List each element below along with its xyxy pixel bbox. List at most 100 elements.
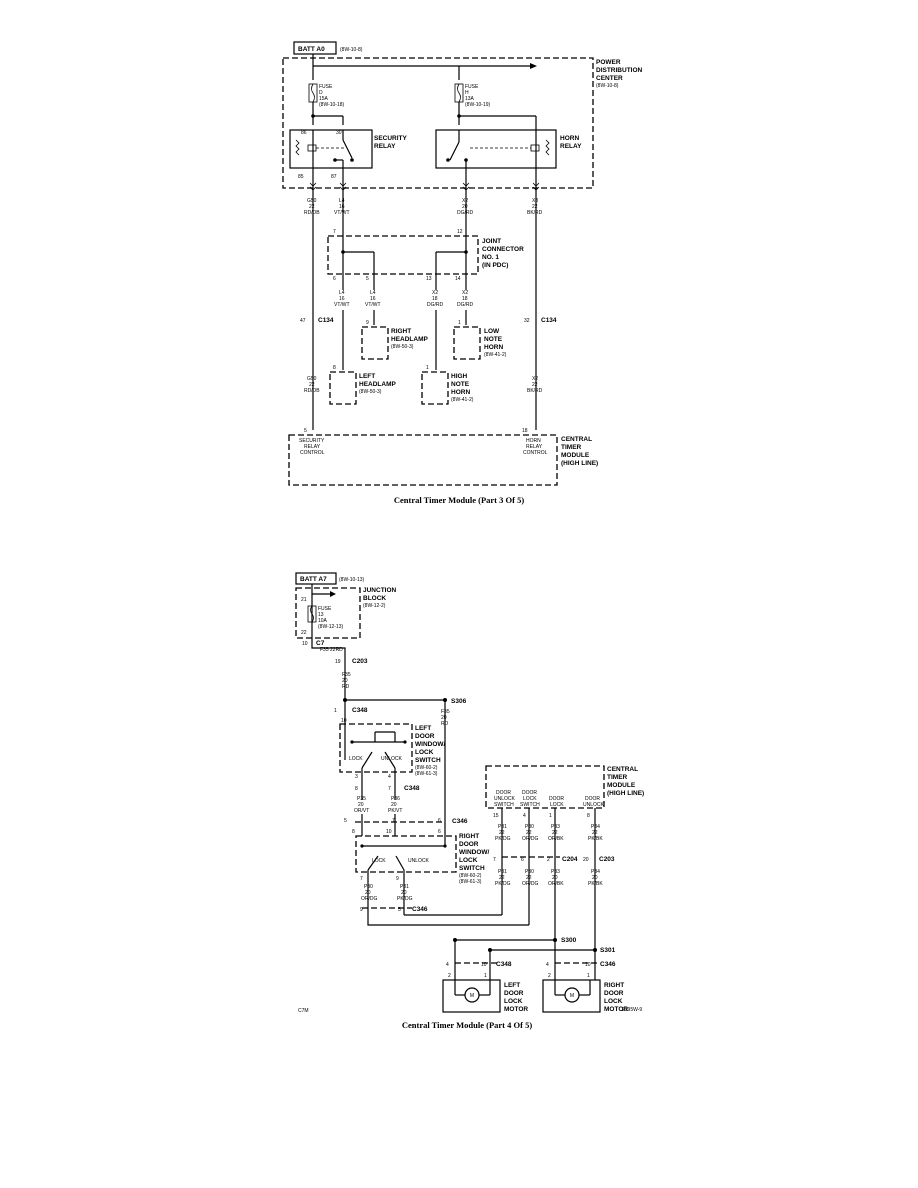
svg-text:SWITCH: SWITCH xyxy=(459,865,485,872)
svg-text:4: 4 xyxy=(546,962,549,968)
svg-text:VT/WT: VT/WT xyxy=(365,302,381,308)
jb-arrow-icon xyxy=(330,591,336,597)
svg-text:P34: P34 xyxy=(591,824,600,830)
svg-text:RD/DB: RD/DB xyxy=(304,388,320,394)
svg-text:MODULE: MODULE xyxy=(607,782,636,789)
horn-coil-icon xyxy=(545,139,550,156)
svg-text:20: 20 xyxy=(552,875,558,881)
svg-text:RD/DB: RD/DB xyxy=(304,210,320,216)
svg-text:5: 5 xyxy=(366,276,369,282)
svg-text:SWITCH: SWITCH xyxy=(494,802,514,808)
svg-text:PK/VT: PK/VT xyxy=(388,808,402,814)
svg-text:P30: P30 xyxy=(525,824,534,830)
right-headlamp-box xyxy=(361,326,389,360)
svg-text:7: 7 xyxy=(493,857,496,863)
svg-text:CONTROL: CONTROL xyxy=(523,450,548,456)
ctm-columns: DOOR UNLOCK SWITCH DOOR LOCK SWITCH DOOR… xyxy=(494,790,605,808)
right-door-switch-box xyxy=(355,835,457,873)
svg-text:22: 22 xyxy=(499,830,505,836)
svg-text:7: 7 xyxy=(388,786,391,792)
svg-text:C348: C348 xyxy=(496,961,512,968)
svg-text:5: 5 xyxy=(398,907,401,913)
left-motor-icon xyxy=(464,987,480,1003)
batt-a0-box xyxy=(293,41,337,55)
svg-text:(IN PDC): (IN PDC) xyxy=(482,262,508,269)
svg-text:1: 1 xyxy=(334,708,337,714)
right-unlock-contact-icon xyxy=(395,855,405,871)
svg-text:9: 9 xyxy=(360,907,363,913)
svg-text:DOOR: DOOR xyxy=(585,796,600,802)
pdc-line1: POWER xyxy=(596,59,621,66)
batt-a0-ref: (8W-10-8) xyxy=(340,47,363,53)
svg-text:P30: P30 xyxy=(364,884,373,890)
svg-text:2395W-9: 2395W-9 xyxy=(622,1007,642,1013)
svg-text:20: 20 xyxy=(391,802,397,808)
svg-text:C346: C346 xyxy=(452,818,468,825)
svg-text:RIGHT: RIGHT xyxy=(391,328,411,335)
svg-text:HORN: HORN xyxy=(526,438,541,444)
svg-text:(HIGH LINE): (HIGH LINE) xyxy=(561,460,598,467)
svg-text:18: 18 xyxy=(462,296,468,302)
svg-text:HORN: HORN xyxy=(484,344,503,351)
svg-text:3: 3 xyxy=(355,774,358,780)
svg-text:20: 20 xyxy=(342,678,348,684)
svg-text:C346: C346 xyxy=(600,961,616,968)
svg-text:NOTE: NOTE xyxy=(484,336,503,343)
svg-text:D: D xyxy=(319,90,323,96)
svg-text:P34: P34 xyxy=(591,869,600,875)
svg-text:HORN: HORN xyxy=(560,135,579,142)
svg-text:X2: X2 xyxy=(432,290,438,296)
svg-text:DG/RD: DG/RD xyxy=(457,210,474,216)
horn-relay-box xyxy=(435,129,557,169)
svg-text:4: 4 xyxy=(388,774,391,780)
svg-text:19: 19 xyxy=(335,659,341,665)
svg-text:10: 10 xyxy=(302,641,308,647)
svg-text:1: 1 xyxy=(458,320,461,326)
svg-text:C203: C203 xyxy=(599,856,615,863)
svg-text:RIGHT: RIGHT xyxy=(604,982,624,989)
svg-text:8: 8 xyxy=(333,365,336,371)
high-note-horn-box xyxy=(421,371,449,405)
svg-text:UNLOCK: UNLOCK xyxy=(583,802,605,808)
svg-text:(8W-60-2): (8W-60-2) xyxy=(415,765,438,771)
ctm-wires-upper: P31 22 PK/DG P30 22 OR/DG P33 22 OR/BK P… xyxy=(495,824,603,842)
svg-text:P30: P30 xyxy=(525,869,534,875)
junction-block-box xyxy=(295,587,361,639)
svg-text:1: 1 xyxy=(587,973,590,979)
svg-text:X2: X2 xyxy=(532,376,538,382)
svg-text:10: 10 xyxy=(481,962,487,968)
svg-text:10: 10 xyxy=(386,829,392,835)
svg-text:5: 5 xyxy=(344,818,347,824)
batt-a7-box xyxy=(295,572,337,585)
svg-text:DG/RD: DG/RD xyxy=(427,302,444,308)
svg-text:BATT A7: BATT A7 xyxy=(300,576,327,583)
svg-text:OR/DG: OR/DG xyxy=(361,896,378,902)
svg-text:BK/RD: BK/RD xyxy=(527,210,543,216)
svg-text:DOOR: DOOR xyxy=(522,790,537,796)
svg-text:(HIGH LINE): (HIGH LINE) xyxy=(607,790,644,797)
svg-text:87: 87 xyxy=(331,174,337,180)
svg-text:DG/RD: DG/RD xyxy=(457,302,474,308)
pdc-line2: DISTRIBUTION xyxy=(596,67,643,74)
bus-arrow-icon xyxy=(530,63,537,69)
ctm-wires-lower: P31 22 PK/DG P30 22 OR/DG P33 20 OR/BK P… xyxy=(495,869,603,887)
pdc-line3: CENTER xyxy=(596,75,623,82)
svg-text:8: 8 xyxy=(355,786,358,792)
svg-text:5: 5 xyxy=(304,428,307,434)
svg-text:L4: L4 xyxy=(339,290,345,296)
svg-text:7: 7 xyxy=(333,229,336,235)
pdc-connector-marks xyxy=(309,182,540,191)
svg-text:C204: C204 xyxy=(562,856,578,863)
left-unlock-contact-icon xyxy=(384,751,396,769)
svg-text:JOINT: JOINT xyxy=(482,238,501,245)
svg-text:LOCK: LOCK xyxy=(459,857,478,864)
svg-text:(8W-10-19): (8W-10-19) xyxy=(465,102,491,108)
svg-text:NOTE: NOTE xyxy=(451,381,470,388)
c134-right-label: C134 xyxy=(541,317,557,324)
left-door-lock-motor-box xyxy=(442,979,501,1013)
svg-text:C348: C348 xyxy=(352,707,368,714)
svg-text:RIGHT: RIGHT xyxy=(459,833,479,840)
svg-text:RELAY: RELAY xyxy=(304,444,321,450)
svg-text:C203: C203 xyxy=(352,658,368,665)
